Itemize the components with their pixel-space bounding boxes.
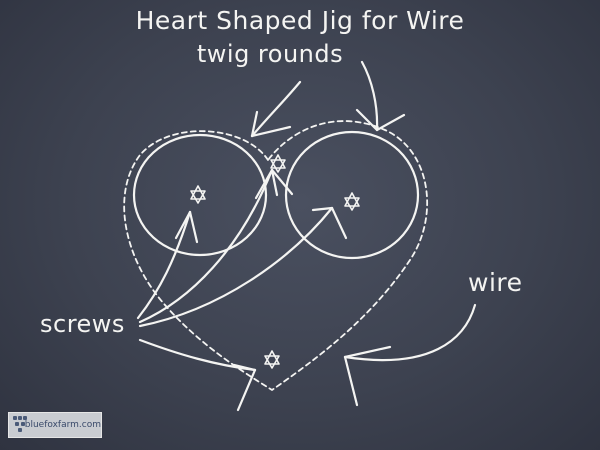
arrow-wire bbox=[343, 303, 477, 362]
screw-star-top bbox=[270, 154, 286, 173]
screw-star-right bbox=[344, 192, 360, 211]
watermark-text: bluefoxfarm.com bbox=[24, 420, 101, 430]
screw-star-bottom bbox=[264, 350, 280, 369]
arrow-left-round bbox=[250, 80, 302, 138]
arrow-right-round bbox=[360, 60, 379, 132]
arrow-screws-left bbox=[136, 210, 192, 320]
right-twig-round-circle bbox=[284, 130, 420, 260]
screw-star-left bbox=[190, 185, 206, 204]
site-watermark: bluefoxfarm.com bbox=[8, 412, 102, 438]
diagram-title: Heart Shaped Jig for Wire bbox=[135, 6, 465, 35]
heart-wire-outline bbox=[123, 120, 428, 391]
fox-logo-icon bbox=[13, 416, 27, 434]
arrow-screws-right bbox=[138, 206, 334, 328]
arrow-screws-top bbox=[138, 168, 274, 324]
wire-label: wire bbox=[468, 268, 523, 297]
screws-label: screws bbox=[40, 310, 125, 338]
arrow-screws-bottom bbox=[138, 338, 257, 372]
left-twig-round-circle bbox=[132, 133, 268, 257]
diagram-subtitle: twig rounds bbox=[196, 40, 344, 68]
